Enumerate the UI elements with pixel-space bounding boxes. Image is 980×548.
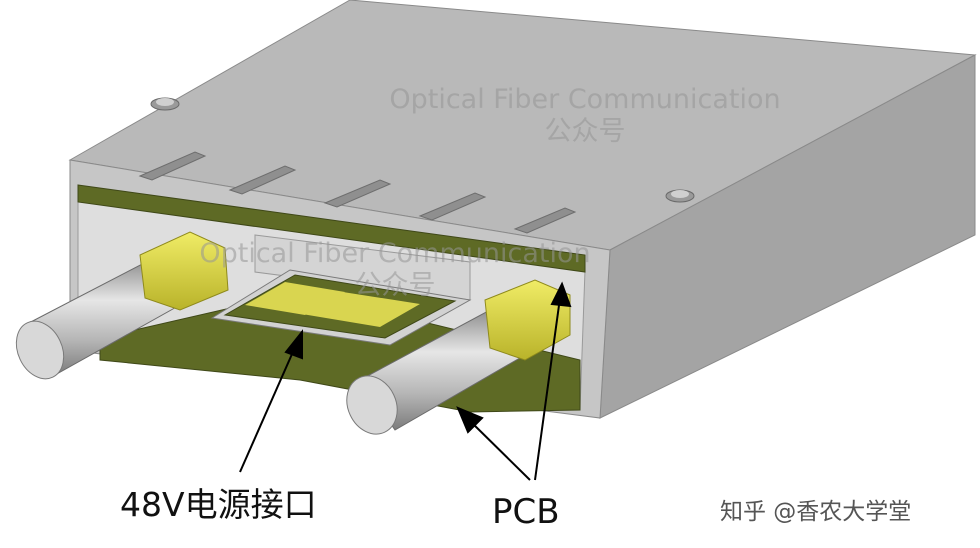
watermark-top-line2: 公众号	[544, 116, 626, 147]
left-fiber-connector	[15, 231, 229, 380]
pcb-label: PCB	[492, 492, 560, 532]
watermark-top-line1: Optical Fiber Communication	[389, 84, 781, 115]
watermark-top: Optical Fiber Communication 公众号	[355, 84, 815, 148]
power-interface-label: 48V电源接口	[120, 485, 317, 524]
screw-icon	[150, 97, 695, 203]
watermark-middle: Optical Fiber Communication 公众号	[165, 238, 625, 302]
top-slots	[138, 151, 577, 234]
pcb-top-strip	[77, 184, 586, 273]
right-fiber-connector	[346, 279, 571, 435]
credit-text: 知乎 @香农大学堂	[720, 499, 912, 525]
watermark-middle-line1: Optical Fiber Communication	[199, 238, 591, 269]
power-connector	[210, 269, 472, 346]
watermark-middle-line2: 公众号	[354, 270, 436, 301]
arrows	[239, 281, 572, 481]
